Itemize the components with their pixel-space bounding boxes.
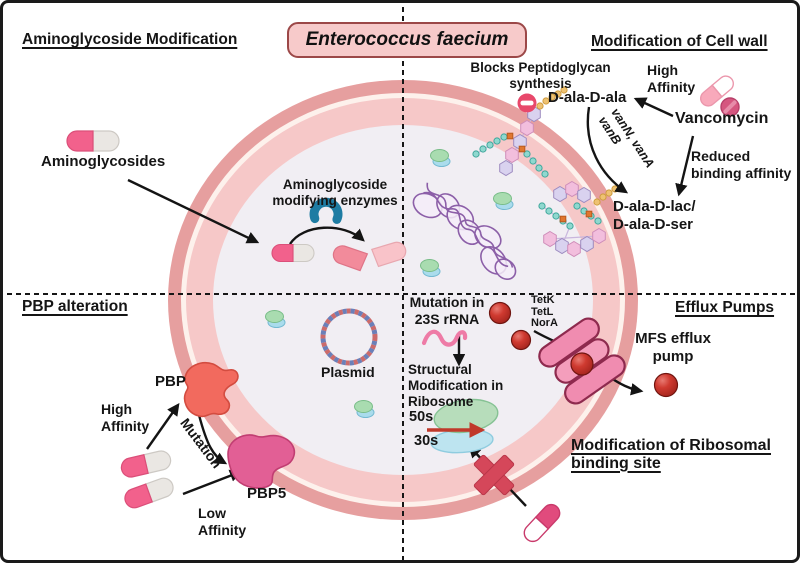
page-title: Enterococcus faecium — [305, 29, 509, 50]
vancomycin-capsule-icon — [699, 75, 735, 107]
aminoglycoside-capsule-icon — [66, 130, 120, 152]
label-30s: 30s — [414, 433, 439, 449]
arrow-van-genes — [586, 106, 629, 194]
label-blocks-peptidoglycan: Blocks Peptidoglycan synthesis — [470, 60, 611, 91]
peptidoglycan-native — [472, 86, 568, 178]
label-reduced-affinity: Reduced binding affinity — [691, 148, 792, 181]
blocked-cross-icon — [473, 454, 515, 496]
heading-efflux-pumps: Efflux Pumps — [675, 299, 775, 316]
ribosome-drug-capsule-icon — [523, 503, 561, 543]
label-50s: 50s — [409, 409, 434, 425]
label-pbp5: PBP5 — [247, 485, 287, 502]
label-high-affinity-vancomycin: High Affinity — [647, 62, 696, 95]
label-aminoglycosides: Aminoglycosides — [41, 153, 166, 170]
label-high-affinity-pbp: High Affinity — [101, 401, 150, 434]
label-plasmid: Plasmid — [321, 364, 375, 380]
arrow-enzyme-modification — [288, 226, 365, 245]
title-box: Enterococcus faecium — [287, 22, 527, 58]
ribosome-50s-30s-icon — [427, 398, 499, 454]
vancomycin-tablet-icon — [720, 97, 740, 117]
quadrant-dividers — [7, 7, 797, 560]
peptidoglycan-modified — [538, 181, 619, 257]
pbp5-protein-icon — [227, 434, 296, 489]
broken-capsule-half-icon — [370, 241, 407, 268]
label-pbp: PBP — [155, 373, 186, 390]
label-d-ala-d-lac: D-ala-D-lac/ D-ala-D-ser — [613, 198, 696, 233]
blocked-sign-icon — [517, 93, 537, 113]
label-low-affinity: Low Affinity — [198, 505, 247, 538]
plasmid-icon — [320, 308, 378, 366]
capsule-in-cell-icon — [271, 243, 315, 263]
arrow-aminoglycoside-entry — [127, 178, 260, 244]
drug-sphere-icons — [488, 301, 679, 398]
label-modifying-enzymes: Aminoglycoside modifying enzymes — [272, 177, 398, 208]
label-transporters: TetK TetL NorA — [531, 294, 558, 330]
heading-aminoglycoside-modification: Aminoglycoside Modification — [22, 31, 238, 48]
rrna-squiggle-icon — [421, 329, 468, 347]
label-d-ala-d-ala: D-ala-D-ala — [548, 89, 627, 106]
label-structural-modification: Structural Modification in Ribosome — [408, 362, 504, 409]
diagram-art — [7, 7, 797, 560]
label-mutation-23s: Mutation in 23S rRNA — [409, 294, 485, 327]
arrow-reduced-affinity — [675, 135, 695, 197]
modifying-enzyme-icon — [309, 197, 343, 224]
broken-capsule-half-icon — [332, 245, 369, 272]
label-vancomycin: Vancomycin — [675, 110, 769, 127]
heading-cell-wall: Modification of Cell wall — [591, 33, 768, 50]
arrow-high-affinity-vancomycin — [633, 97, 674, 118]
arrow-high-affinity-pbp — [146, 402, 180, 450]
pbp-capsule-icon — [124, 477, 174, 509]
arrow-low-affinity — [182, 469, 243, 496]
pbp-capsule-icon — [120, 450, 172, 478]
chromosome-icon — [412, 182, 517, 280]
heading-ribosomal-binding: Modification of Ribosomal binding site — [571, 437, 771, 472]
label-mfs-pump: MFS efflux pump — [635, 330, 711, 365]
heading-pbp-alteration: PBP alteration — [22, 298, 128, 315]
pbp-protein-icon — [183, 362, 239, 418]
arrow-mutation-pbp — [197, 414, 228, 465]
